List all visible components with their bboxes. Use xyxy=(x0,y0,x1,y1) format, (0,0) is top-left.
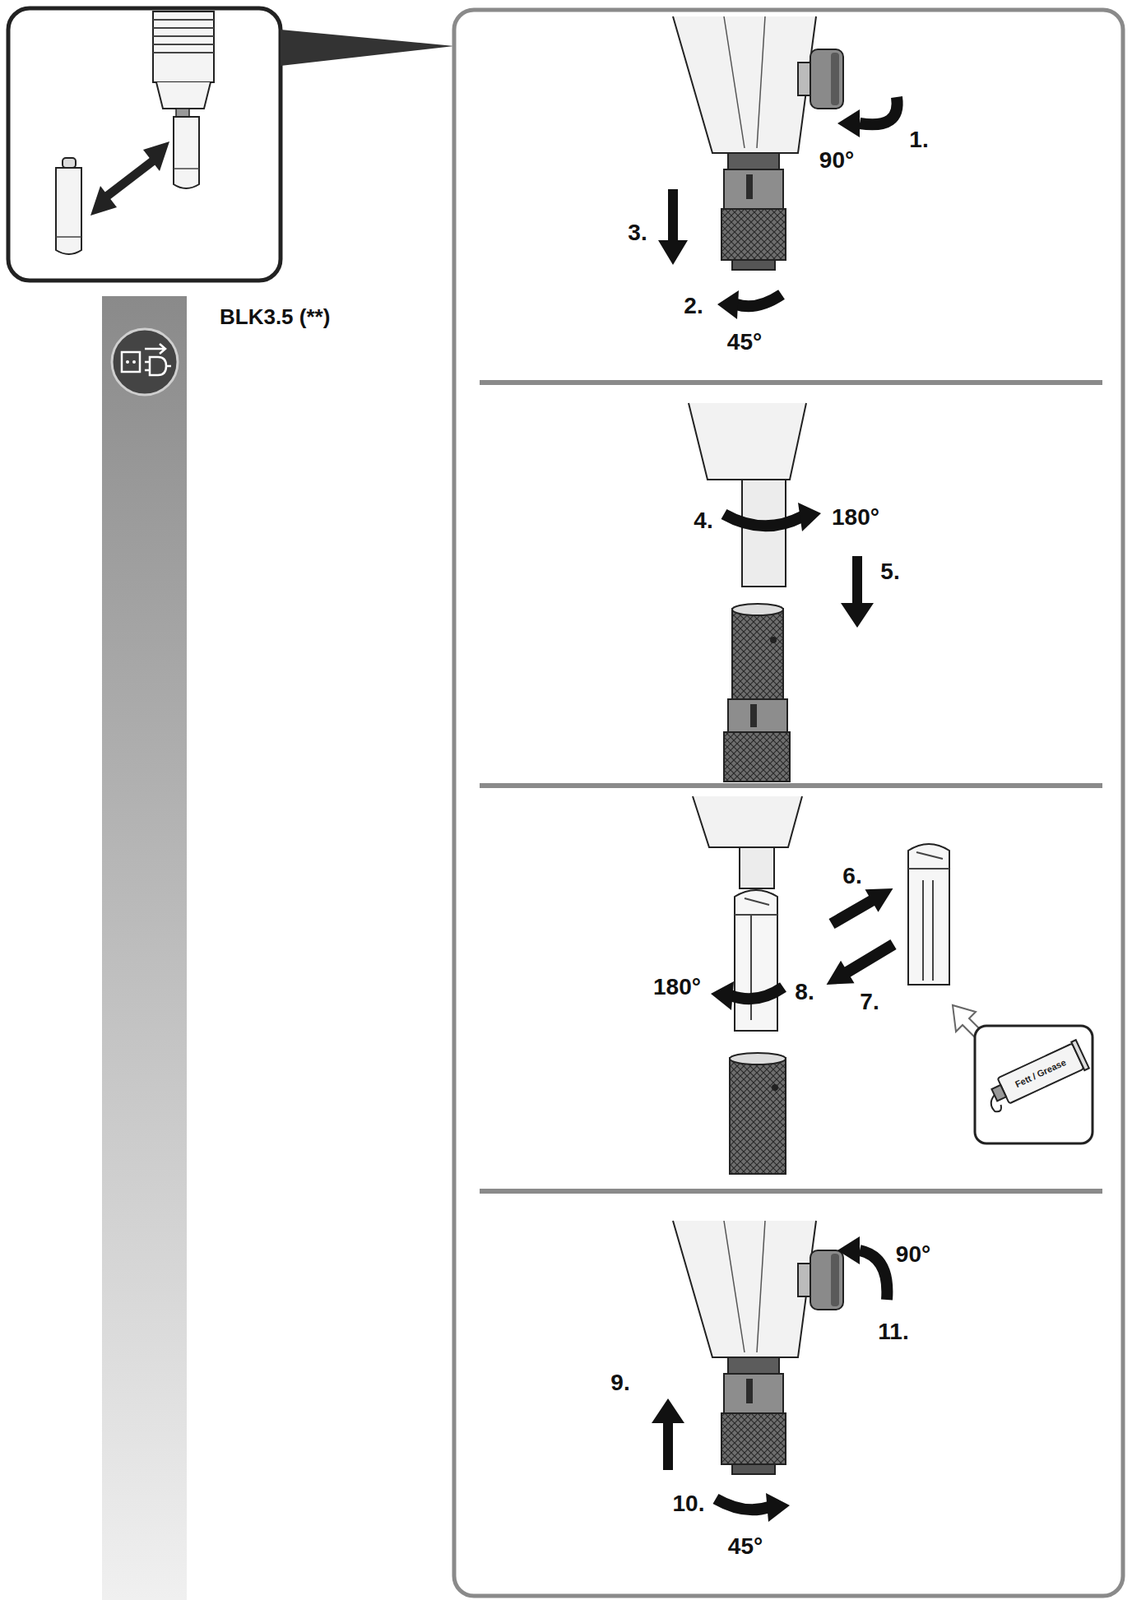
step-number: 2. xyxy=(683,294,703,318)
angle-label: 180° xyxy=(653,975,701,999)
angle-label: 90° xyxy=(819,148,854,172)
step-number: 11. xyxy=(877,1320,909,1344)
step-number: 8. xyxy=(794,980,814,1004)
angle-label: 45° xyxy=(727,330,762,354)
step-number: 10. xyxy=(672,1492,706,1516)
angle-label: 90° xyxy=(895,1243,931,1267)
step-number: 9. xyxy=(610,1371,630,1395)
step-number: 5. xyxy=(880,560,900,584)
step-number: 1. xyxy=(909,128,928,152)
step-number: 6. xyxy=(842,864,862,888)
step-number: 3. xyxy=(627,221,647,245)
step-number: 7. xyxy=(859,990,879,1014)
model-title: BLK3.5 (**) xyxy=(219,304,330,330)
angle-label: 45° xyxy=(728,1535,763,1559)
step-number: 4. xyxy=(693,509,713,533)
angle-label: 180° xyxy=(831,505,880,529)
